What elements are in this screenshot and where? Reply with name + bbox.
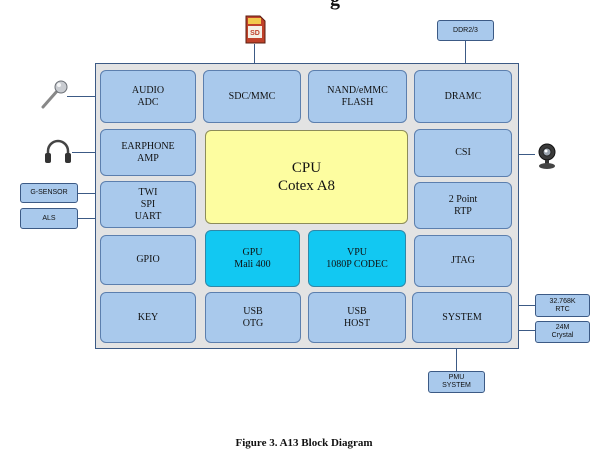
block-vpu: VPU 1080P CODEC [308, 230, 406, 287]
ext-rtc: 32.768K RTC [535, 294, 590, 317]
ext-crystal: 24M Crystal [535, 321, 590, 343]
line-als [78, 218, 95, 219]
line-crystal [519, 330, 535, 331]
line-rtc [519, 305, 535, 306]
line-ddr [465, 41, 466, 63]
block-cpu: CPU Cotex A8 [205, 130, 408, 224]
block-csi: CSI [414, 129, 512, 177]
line-sd [254, 44, 255, 63]
sd-card-icon: SD [245, 15, 266, 44]
block-gpu: GPU Mali 400 [205, 230, 300, 287]
headphones-icon [45, 139, 71, 163]
microphone-icon [41, 80, 68, 109]
line-pmu [456, 349, 457, 371]
block-audio-adc: AUDIO ADC [100, 70, 196, 123]
sd-card-label: SD [250, 30, 260, 37]
ext-g-sensor: G-SENSOR [20, 183, 78, 203]
block-sdc-mmc: SDC/MMC [203, 70, 301, 123]
line-webcam [519, 154, 535, 155]
block-usb-otg: USB OTG [205, 292, 301, 343]
line-mic [67, 96, 95, 97]
block-system: SYSTEM [412, 292, 512, 343]
block-gpio: GPIO [100, 235, 196, 285]
title-fragment: g [330, 0, 340, 11]
block-rtp: 2 Point RTP [414, 182, 512, 229]
block-jtag: JTAG [414, 235, 512, 287]
figure-caption: Figure 3. A13 Block Diagram [235, 437, 373, 449]
block-usb-host: USB HOST [308, 292, 406, 343]
ext-als: ALS [20, 208, 78, 229]
block-key: KEY [100, 292, 196, 343]
webcam-icon [538, 143, 556, 169]
ext-pmu: PMU SYSTEM [428, 371, 485, 393]
block-dramc: DRAMC [414, 70, 512, 123]
block-twi-spi-uart: TWI SPI UART [100, 181, 196, 228]
block-nand-flash: NAND/eMMC FLASH [308, 70, 407, 123]
ext-ddr: DDR2/3 [437, 20, 494, 41]
block-earphone-amp: EARPHONE AMP [100, 129, 196, 176]
line-g-sensor [78, 193, 95, 194]
line-earphone [72, 152, 95, 153]
